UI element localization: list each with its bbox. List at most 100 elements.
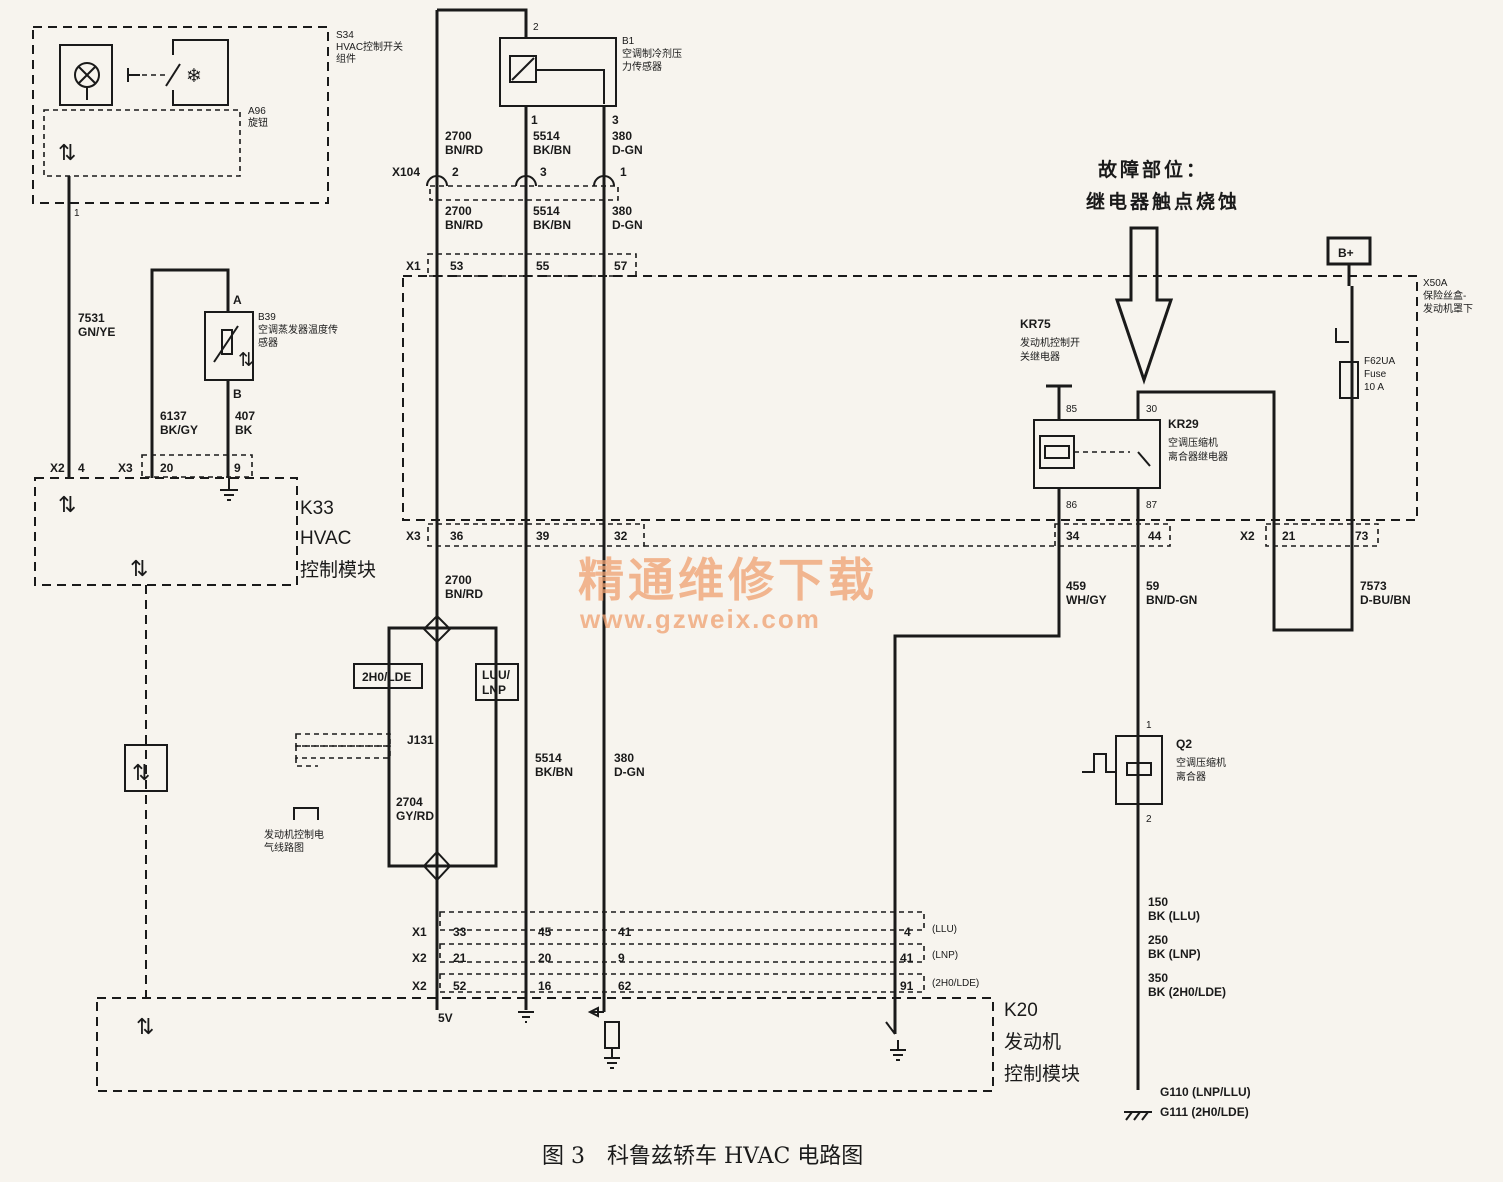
k20-pin-20: 20 <box>538 951 552 965</box>
b1-pin-3: 3 <box>612 113 619 127</box>
b39-name-l1: 空调蒸发器温度传 <box>258 323 338 336</box>
wire-2700-circuit-b: 2700 <box>445 204 472 218</box>
wire-250-circuit: 250 <box>1148 933 1168 947</box>
x1-pin-55: 55 <box>536 259 550 273</box>
x50a-id: X50A <box>1423 278 1448 289</box>
kr29-relay: KR29 空调压缩机 离合器继电器 <box>1168 417 1228 463</box>
wire-2700-color-a: BN/RD <box>445 143 483 157</box>
tag-llu: (LLU) <box>932 924 957 935</box>
b1-pin-2: 2 <box>533 22 539 33</box>
figure-caption: 图 3 科鲁兹轿车 HVAC 电路图 <box>542 1144 863 1169</box>
wire-7573 <box>1136 286 1354 632</box>
k33-x3-pin-20: 20 <box>160 461 174 475</box>
kr-pin-86: 86 <box>1066 500 1078 511</box>
kr-pin-30: 30 <box>1146 404 1158 415</box>
k20-pin-9: 9 <box>618 951 625 965</box>
bulb-icon <box>74 62 100 100</box>
x50a-name-l1: 保险丝盒- <box>1423 289 1466 302</box>
x3-pin-36: 36 <box>450 529 464 543</box>
b1-name-l1: 空调制冷剂压 <box>622 47 682 60</box>
k33-x2-label: X2 <box>50 461 65 475</box>
fuse-rating: 10 A <box>1364 382 1384 393</box>
wire-150-circuit: 150 <box>1148 895 1168 909</box>
x1-pin-53: 53 <box>450 259 464 273</box>
wire-5514-circuit-b: 5514 <box>533 204 560 218</box>
wire-407-color: BK <box>235 423 253 437</box>
fuse-id: F62UA <box>1364 356 1395 367</box>
a96-name: 旋钮 <box>248 116 268 129</box>
watermark-url: www.gzweix.com <box>579 604 821 634</box>
wire-407-circuit: 407 <box>235 409 255 423</box>
s34-id: S34 <box>336 30 354 41</box>
wire-380-circuit-a: 380 <box>612 129 632 143</box>
k20-pin-41b: 41 <box>900 951 914 965</box>
wire-5514-color-a: BK/BN <box>533 143 571 157</box>
splice-2700: 2H0/LDE LUU/ LNP J131 发动机控制电 气线路图 2704 G… <box>264 614 519 882</box>
serial-link-box <box>124 744 168 792</box>
b1-pin-1: 1 <box>531 113 538 127</box>
k20-pin-62: 62 <box>618 979 632 993</box>
x2-pin-73: 73 <box>1355 529 1369 543</box>
s34-pin-1: 1 <box>74 208 80 219</box>
x50a-name-l2: 发动机罩下 <box>1423 302 1473 315</box>
wire-5514-color-b: BK/BN <box>533 218 571 232</box>
k33-hvac-module: X2 4 X3 20 9 ⇅ ⇅ K33 HVAC 控制模块 <box>34 454 376 586</box>
k33-serial-icon: ⇅ <box>58 492 76 517</box>
x2-fuse-label: X2 <box>1240 529 1255 543</box>
x3-label: X3 <box>406 529 421 543</box>
k20-x2b-label: X2 <box>412 979 427 993</box>
wire-6137-circuit: 6137 <box>160 409 187 423</box>
k20-pin-41: 41 <box>618 925 632 939</box>
k20-pin-45: 45 <box>538 925 552 939</box>
wire-7573-circuit: 7573 <box>1360 579 1387 593</box>
wire-5514-circuit-c: 5514 <box>535 751 562 765</box>
wire-350-color: BK (2H0/LDE) <box>1148 985 1226 999</box>
fuse-label: Fuse <box>1364 369 1387 380</box>
wire-7573-color: D-BU/BN <box>1360 593 1411 607</box>
b39-pin-b: B <box>233 387 242 401</box>
k20-name-l2: 控制模块 <box>1004 1063 1080 1085</box>
serial-link-icon: ⇅ <box>132 760 150 785</box>
j131-id: J131 <box>407 733 434 747</box>
q2-name-l1: 空调压缩机 <box>1176 756 1226 769</box>
k33-name-l1: HVAC <box>300 528 351 549</box>
fault-arrow-icon <box>1114 226 1174 385</box>
wire-350-circuit: 350 <box>1148 971 1168 985</box>
k33-id: K33 <box>300 498 334 519</box>
kr75-name-l2: 关继电器 <box>1020 350 1060 363</box>
k20-pin-16: 16 <box>538 979 552 993</box>
wire-2704-circuit: 2704 <box>396 795 423 809</box>
ground-icon <box>220 478 238 501</box>
b1-pressure-sensor: 2 B1 空调制冷剂压 力传感器 1 3 <box>435 8 682 1010</box>
k20-pin-91: 91 <box>900 979 914 993</box>
kr75-relay: KR75 发动机控制开 关继电器 85 86 30 87 <box>1020 317 1161 511</box>
wire-459-circuit: 459 <box>1066 579 1086 593</box>
b39-pin-a: A <box>233 293 242 307</box>
wire-2700-circuit-a: 2700 <box>445 129 472 143</box>
wire-150-color: BK (LLU) <box>1148 909 1200 923</box>
snowflake-icon: ❄ <box>186 66 202 87</box>
q2-pin-1: 1 <box>1146 720 1152 731</box>
k20-ground-icons <box>518 1006 906 1069</box>
wire-5514-circuit-a: 5514 <box>533 129 560 143</box>
x3-pin-32: 32 <box>614 529 628 543</box>
ground-g110: G110 (LNP/LLU) <box>1160 1085 1251 1099</box>
wire-459-color: WH/GY <box>1066 593 1107 607</box>
k33-x3-label: X3 <box>118 461 133 475</box>
fault-annotation: 故障部位： 继电器触点烧蚀 <box>1086 158 1237 385</box>
x1-label: X1 <box>406 259 421 273</box>
kr75-id: KR75 <box>1020 317 1051 331</box>
x104-pin-2: 2 <box>452 165 459 179</box>
wire-2700-color-b: BN/RD <box>445 218 483 232</box>
s34-name-l2: 组件 <box>336 52 356 65</box>
variant-label-a: 2H0/LDE <box>362 670 411 684</box>
x104-pin-3: 3 <box>540 165 547 179</box>
k33-x2-pin-4: 4 <box>78 461 85 475</box>
fan-switch-icon: ❄ <box>127 39 229 106</box>
k33-name-l2: 控制模块 <box>300 559 376 581</box>
s34-switch-assembly: ❄ S34 HVAC控制开关 组件 A96 旋钮 ⇅ 1 <box>32 26 403 219</box>
watermark: 精通维修下载 www.gzweix.com <box>578 554 874 634</box>
k20-5v: 5V <box>438 1011 453 1025</box>
b1-name-l2: 力传感器 <box>622 60 662 73</box>
